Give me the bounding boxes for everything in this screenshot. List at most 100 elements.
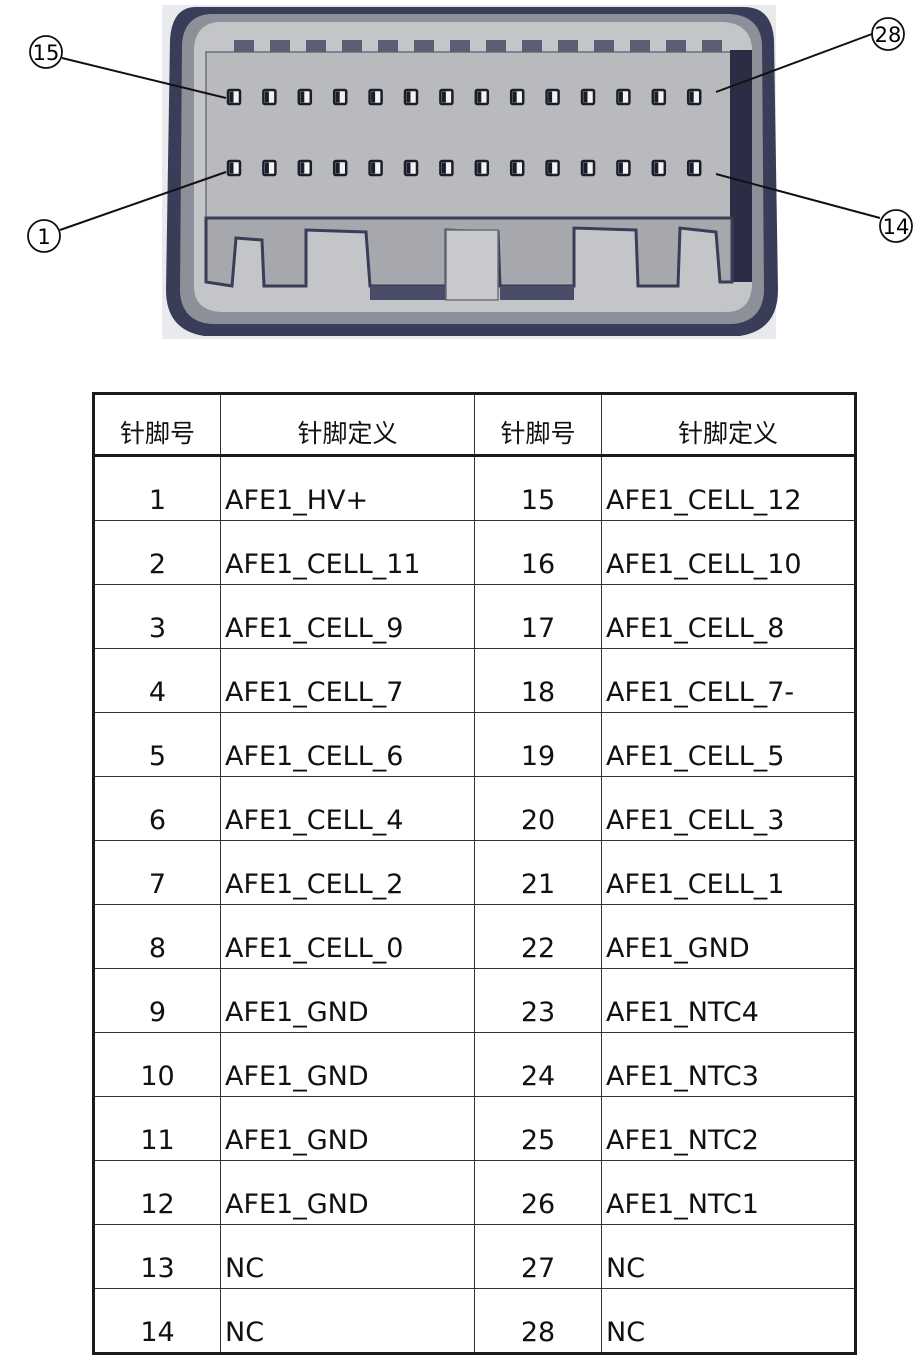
latch-tooth (594, 40, 614, 52)
pin-number-left: 3 (93, 584, 221, 649)
pin-definition-right: AFE1_NTC4 (601, 968, 856, 1033)
pin-number-left: 12 (93, 1160, 221, 1225)
pin-number-right: 25 (474, 1096, 602, 1161)
pin-slot-shadow (689, 91, 694, 103)
pin-definition-right: AFE1_NTC3 (601, 1032, 856, 1097)
pin-slot-shadow (264, 162, 269, 174)
pin-number-right: 16 (474, 520, 602, 585)
pin-number-left: 4 (93, 648, 221, 713)
latch-tooth (702, 40, 722, 52)
svg-text:1: 1 (37, 225, 50, 249)
pin-slot-shadow (335, 162, 340, 174)
pin-slot-shadow (654, 162, 659, 174)
pin-slot-shadow (477, 162, 482, 174)
pin-slot-shadow (371, 162, 376, 174)
leader-line-14 (715, 173, 881, 219)
leader-line-1 (59, 171, 227, 231)
pin-definition-right: AFE1_CELL_12 (601, 455, 856, 521)
pin-definition-left: AFE1_CELL_2 (220, 840, 475, 905)
pin-definition-right: AFE1_CELL_5 (601, 712, 856, 777)
header-pin-definition-right: 针脚定义 (601, 393, 856, 457)
pin-number-right: 21 (474, 840, 602, 905)
pin-number-left: 11 (93, 1096, 221, 1161)
table-header-row: 针脚号 针脚定义 针脚号 针脚定义 (93, 393, 856, 457)
latch-tooth (522, 40, 542, 52)
latch-tooth (558, 40, 578, 52)
pin-number-left: 7 (93, 840, 221, 905)
callout-28: 28 (871, 17, 905, 51)
pin-number-right: 20 (474, 776, 602, 841)
pin-definition-right: NC (601, 1288, 856, 1354)
pin-definition-right: AFE1_CELL_3 (601, 776, 856, 841)
pin-number-right: 15 (474, 455, 602, 521)
svg-text:28: 28 (875, 23, 902, 47)
top-latch-teeth (234, 40, 722, 52)
pin-definition-right: NC (601, 1224, 856, 1289)
pin-definition-left: NC (220, 1288, 475, 1354)
svg-text:15: 15 (33, 41, 60, 65)
pin-slot-shadow (583, 162, 588, 174)
pin-definition-left: AFE1_GND (220, 1032, 475, 1097)
pin-slot-shadow (477, 91, 482, 103)
pin-definition-left: AFE1_GND (220, 968, 475, 1033)
keying-shadow-left (370, 286, 446, 300)
pin-number-left: 14 (93, 1288, 221, 1354)
latch-tooth (234, 40, 254, 52)
connector-figure: 15 1 28 14 (27, 5, 913, 339)
callout-14: 14 (879, 209, 913, 243)
pin-slot-shadow (406, 91, 411, 103)
pin-slot-shadow (512, 91, 517, 103)
right-side-shadow (730, 50, 752, 282)
pin-slot-shadow (618, 162, 623, 174)
latch-tooth (666, 40, 686, 52)
pin-slot-shadow (441, 162, 446, 174)
latch-tooth (414, 40, 434, 52)
pin-definition-right: AFE1_NTC1 (601, 1160, 856, 1225)
leader-line-28 (715, 33, 873, 93)
latch-tooth (486, 40, 506, 52)
pin-number-left: 10 (93, 1032, 221, 1097)
pin-number-right: 24 (474, 1032, 602, 1097)
pin-slot-shadow (441, 91, 446, 103)
pin-slot-shadow (548, 162, 553, 174)
pin-slot-shadow (229, 91, 234, 103)
pin-slot-shadow (371, 91, 376, 103)
pin-definition-left: AFE1_CELL_6 (220, 712, 475, 777)
pin-field (205, 51, 733, 219)
pin-definition-left: AFE1_HV+ (220, 455, 475, 521)
latch-tooth (630, 40, 650, 52)
pin-number-right: 28 (474, 1288, 602, 1354)
pin-definition-right: AFE1_CELL_8 (601, 584, 856, 649)
pin-definition-left: AFE1_CELL_4 (220, 776, 475, 841)
pin-definition-left: AFE1_CELL_0 (220, 904, 475, 969)
pin-definition-right: AFE1_CELL_10 (601, 520, 856, 585)
pin-number-left: 1 (93, 455, 221, 521)
pin-number-right: 23 (474, 968, 602, 1033)
pin-slot-shadow (512, 162, 517, 174)
pin-slot-shadow (264, 91, 269, 103)
pin-definition-left: AFE1_CELL_9 (220, 584, 475, 649)
pin-slot-shadow (335, 91, 340, 103)
pin-number-right: 18 (474, 648, 602, 713)
header-pin-number-right: 针脚号 (474, 393, 602, 457)
pin-definition-right: AFE1_GND (601, 904, 856, 969)
pin-number-right: 22 (474, 904, 602, 969)
pin-definition-right: AFE1_CELL_1 (601, 840, 856, 905)
pin-row-bottom (226, 159, 702, 177)
header-pin-definition-left: 针脚定义 (220, 393, 475, 457)
pin-slot-shadow (583, 91, 588, 103)
latch-tooth (378, 40, 398, 52)
pin-number-right: 27 (474, 1224, 602, 1289)
latch-tooth (306, 40, 326, 52)
